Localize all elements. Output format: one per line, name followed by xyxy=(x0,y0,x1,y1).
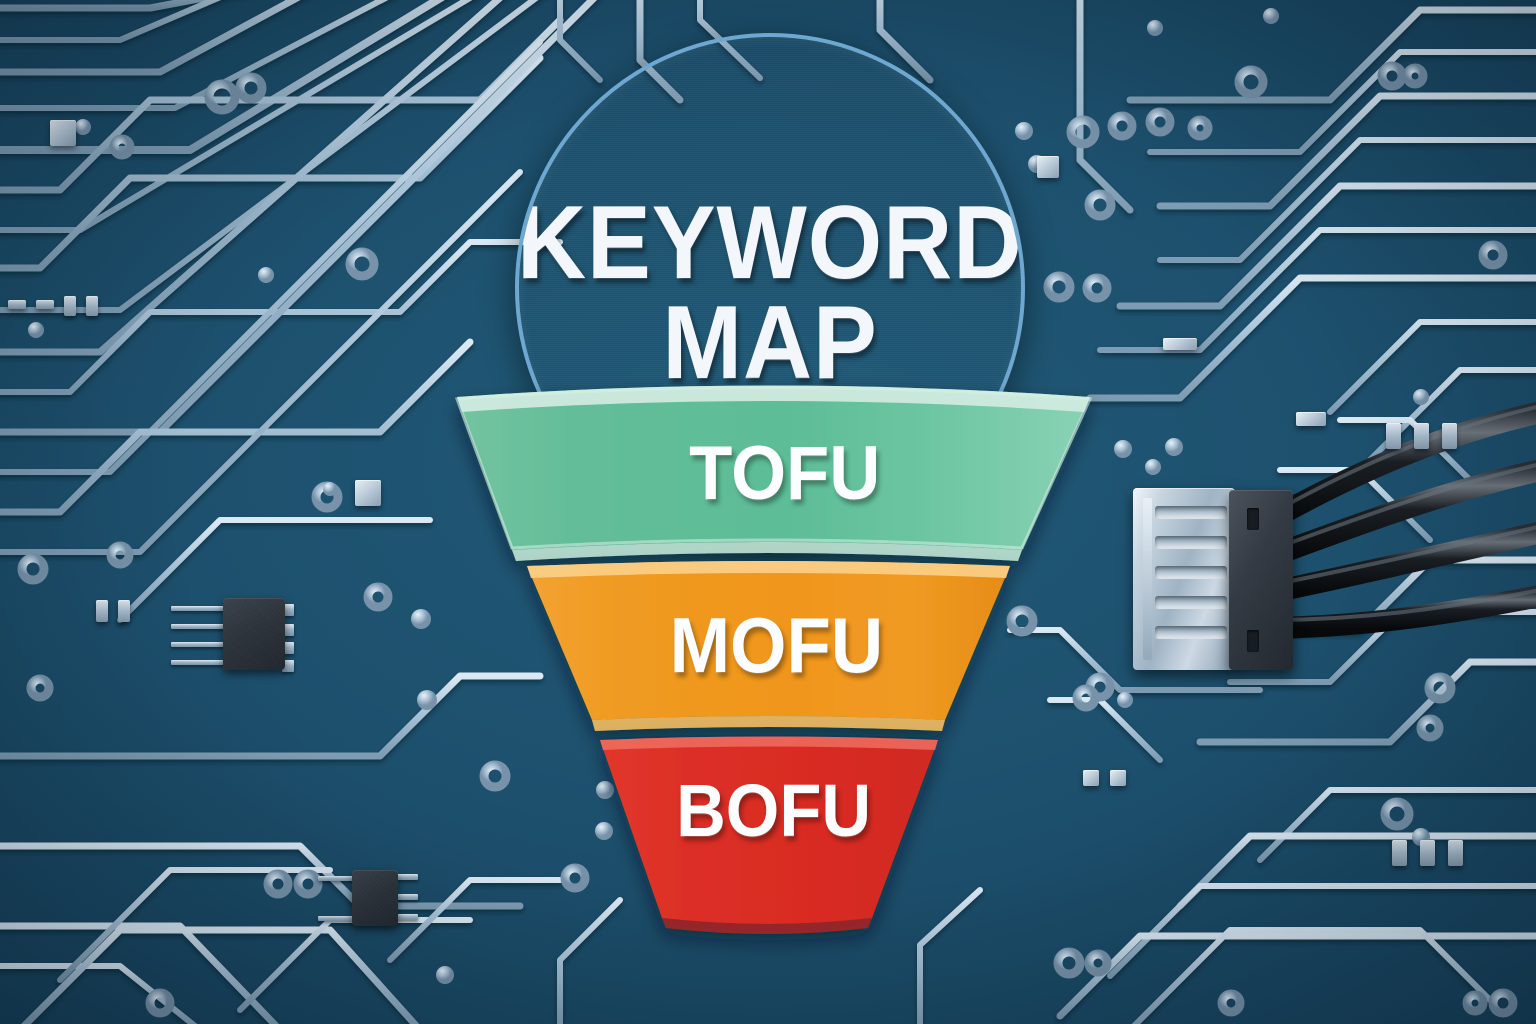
solder-pad xyxy=(1037,156,1059,178)
smd-component xyxy=(1420,840,1435,866)
solder-pad xyxy=(1083,770,1099,786)
smd-component xyxy=(64,296,76,316)
ic-chip-large xyxy=(171,598,294,672)
smd-component xyxy=(1386,423,1401,449)
smd-component xyxy=(96,600,108,622)
smd-component xyxy=(86,296,98,316)
solder-pad xyxy=(355,480,381,506)
smd-component xyxy=(1414,423,1429,449)
title-line-1: KEYWORD xyxy=(516,185,1024,302)
funnel-stage-mofu xyxy=(527,561,1010,731)
page-title: KEYWORD MAP xyxy=(519,191,1021,401)
solder-pad xyxy=(1296,412,1326,426)
solder-pad xyxy=(1110,770,1126,786)
smd-component xyxy=(118,600,130,622)
funnel-stage-bofu xyxy=(600,736,938,934)
smd-component xyxy=(1392,840,1407,866)
smd-component xyxy=(1448,840,1463,866)
smd-component xyxy=(36,300,54,309)
solder-pad xyxy=(1163,338,1197,350)
title-line-2: MAP xyxy=(662,285,878,401)
solder-pad xyxy=(50,120,76,146)
smd-component xyxy=(1442,423,1457,449)
ribbon-connector xyxy=(1133,488,1293,670)
ic-chip-small xyxy=(318,870,418,926)
smd-component xyxy=(8,300,26,309)
via-rings xyxy=(17,8,1518,1018)
cable-bundle xyxy=(1259,401,1536,639)
funnel-stage-tofu xyxy=(454,385,1093,561)
